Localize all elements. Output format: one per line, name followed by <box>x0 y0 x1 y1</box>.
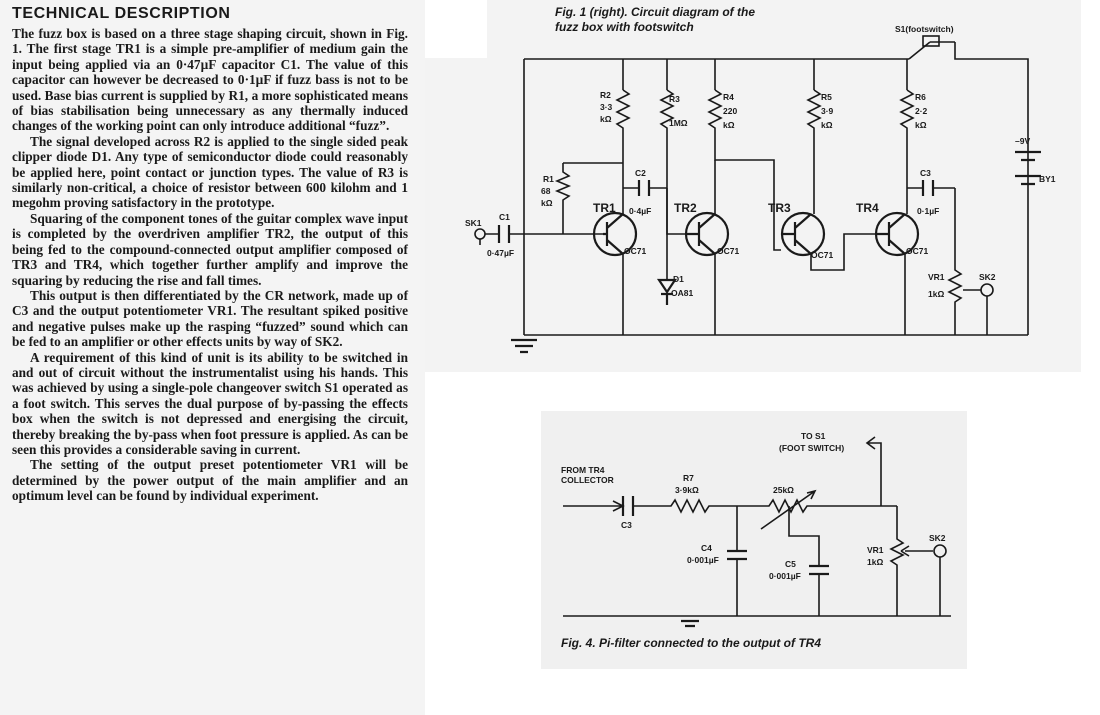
collector-label: COLLECTOR <box>561 475 614 485</box>
paragraph: Squaring of the component tones of the g… <box>12 210 408 288</box>
r7-value: 3·9kΩ <box>675 485 699 495</box>
r2-resistor <box>615 89 631 210</box>
r6-unit: kΩ <box>915 120 927 130</box>
r5-unit: kΩ <box>821 120 833 130</box>
figure-4-panel: TO S1 (FOOT SWITCH) FROM TR4 COLLECTOR C… <box>541 411 967 669</box>
c3-value: 0·1µF <box>917 206 939 216</box>
by1-battery <box>1015 150 1041 186</box>
r6-value: 2·2 <box>915 106 928 116</box>
d1-label: D1 <box>673 274 684 284</box>
figure-4-caption: Fig. 4. Pi-filter connected to the outpu… <box>561 636 821 650</box>
battery-label: BY1 <box>1039 174 1056 184</box>
r5-label: R5 <box>821 92 832 102</box>
r1-label: R1 <box>543 174 554 184</box>
c1-label: C1 <box>499 212 510 222</box>
c5-label: C5 <box>785 559 796 569</box>
figure-4-pi-filter: TO S1 (FOOT SWITCH) FROM TR4 COLLECTOR C… <box>561 431 951 650</box>
figure-1-panel: Fig. 1 (right). Circuit diagram of the f… <box>425 0 1081 372</box>
sk1-socket <box>474 228 486 240</box>
r7-resistor <box>633 498 897 514</box>
r6-label: R6 <box>915 92 926 102</box>
sk2-socket <box>980 283 994 297</box>
c3-label: C3 <box>920 168 931 178</box>
d1-diode <box>656 278 678 294</box>
paragraph: The fuzz box is based on a three stage s… <box>12 26 408 134</box>
tr3-label: TR3 <box>768 201 791 215</box>
foot-switch-label: (FOOT SWITCH) <box>779 443 844 453</box>
c4-capacitor <box>727 549 747 561</box>
r3-label: R3 <box>669 94 680 104</box>
tr2-label: TR2 <box>674 201 697 215</box>
figure-1-caption: Fig. 1 (right). Circuit diagram of the <box>555 5 755 19</box>
c2-capacitor <box>637 180 651 196</box>
r5-value: 3·9 <box>821 106 834 116</box>
sk2-label: SK2 <box>979 272 996 282</box>
sk2-socket <box>933 544 947 558</box>
article-column: TECHNICAL DESCRIPTION The fuzz box is ba… <box>0 0 425 715</box>
r3-value: 1MΩ <box>669 118 688 128</box>
sk1-label: SK1 <box>465 218 482 228</box>
paragraph: The signal developed across R2 is applie… <box>12 133 408 211</box>
r2-unit: kΩ <box>600 114 612 124</box>
pot-value: 25kΩ <box>773 485 794 495</box>
r2-label: R2 <box>600 90 611 100</box>
vr1-value: 1kΩ <box>867 557 883 567</box>
c2-value: 0·4µF <box>629 206 651 216</box>
c5-capacitor <box>809 564 829 576</box>
c3-label: C3 <box>621 520 632 530</box>
article-heading: TECHNICAL DESCRIPTION <box>12 5 231 22</box>
c4-label: C4 <box>701 543 712 553</box>
tr1-label: TR1 <box>593 201 616 215</box>
r4-value: 220 <box>723 106 737 116</box>
tr4-type: OC71 <box>906 246 928 256</box>
vr1-label: VR1 <box>928 272 945 282</box>
c5-value: 0·001µF <box>769 571 801 581</box>
tr3-type: OC71 <box>811 250 833 260</box>
tr1-transistor <box>592 211 638 257</box>
c2-label: C2 <box>635 168 646 178</box>
figure-1-caption: fuzz box with footswitch <box>555 20 694 34</box>
r4-label: R4 <box>723 92 734 102</box>
tr1-type: OC71 <box>624 246 646 256</box>
sk2-label: SK2 <box>929 533 946 543</box>
tr4-label: TR4 <box>856 201 879 215</box>
c4-value: 0·001µF <box>687 555 719 565</box>
figure-1-circuit-diagram: Fig. 1 (right). Circuit diagram of the f… <box>425 0 1056 354</box>
article-body: The fuzz box is based on a three stage s… <box>12 26 408 504</box>
vr1-value: 1kΩ <box>928 289 944 299</box>
d1-value: OA81 <box>671 288 693 298</box>
r4-unit: kΩ <box>723 120 735 130</box>
battery-voltage: –9V <box>1015 136 1030 146</box>
r3-resistor <box>659 89 675 220</box>
paragraph: The setting of the output preset potenti… <box>12 457 408 504</box>
vr1-potentiometer <box>947 188 963 335</box>
ground-symbol <box>511 338 537 354</box>
tr2-type: OC71 <box>717 246 739 256</box>
r2-value: 3·3 <box>600 102 613 112</box>
r5-resistor <box>806 89 822 210</box>
tr3-transistor <box>780 211 826 257</box>
c1-value: 0·47µF <box>487 248 514 258</box>
r4-resistor <box>707 89 781 251</box>
ground-symbol <box>681 619 699 628</box>
s1-label: S1(footswitch) <box>895 24 954 34</box>
c1-capacitor <box>497 225 511 243</box>
r1-unit: kΩ <box>541 198 553 208</box>
paragraph: A requirement of this kind of unit is it… <box>12 349 408 457</box>
r1-resistor <box>554 162 623 234</box>
s1-footswitch <box>922 35 940 47</box>
r6-resistor <box>899 89 915 210</box>
c3-capacitor <box>921 180 935 196</box>
vr1-potentiometer <box>889 506 905 616</box>
vr1-label: VR1 <box>867 545 884 555</box>
r7-label: R7 <box>683 473 694 483</box>
to-s1-label: TO S1 <box>801 431 826 441</box>
paragraph: This output is then differentiated by th… <box>12 287 408 350</box>
from-tr4-label: FROM TR4 <box>561 465 605 475</box>
r1-value: 68 <box>541 186 551 196</box>
